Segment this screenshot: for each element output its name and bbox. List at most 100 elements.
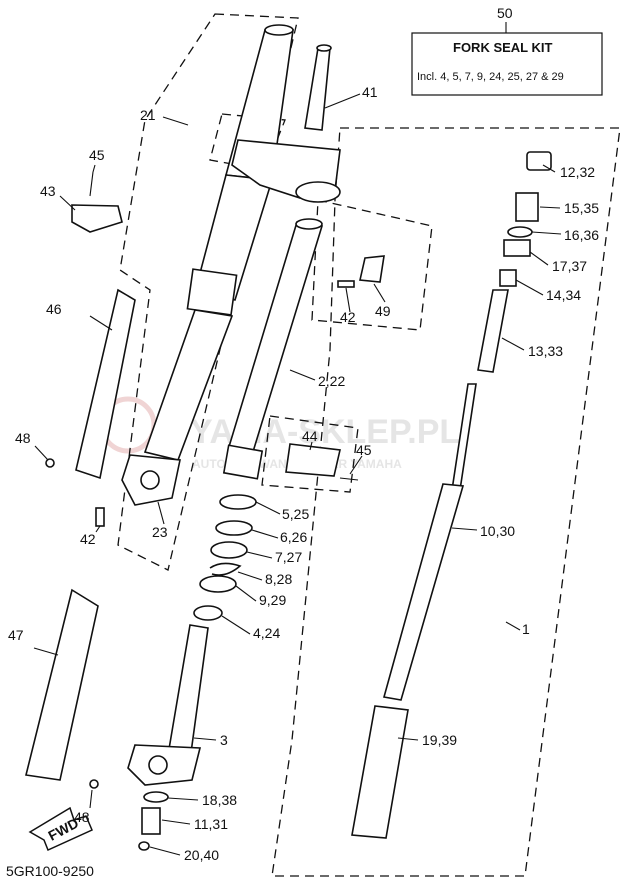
label-7: 7,27 xyxy=(275,549,302,565)
leader-10 xyxy=(451,527,478,531)
kit-includes: Incl. 4, 5, 7, 9, 24, 25, 27 & 29 xyxy=(417,71,564,83)
kit-number: 50 xyxy=(497,5,513,21)
leader-16 xyxy=(531,231,562,235)
part-41-steering-stem xyxy=(231,44,341,203)
part-19-spring xyxy=(351,705,409,839)
part-48-bolt-b xyxy=(89,779,99,789)
lower-tube-body xyxy=(167,624,209,761)
label-45a: 45 xyxy=(89,147,105,163)
label-5: 5,25 xyxy=(282,506,309,522)
label-21: 21 xyxy=(140,107,156,123)
part-7-oil-seal xyxy=(210,541,248,559)
leader-48a xyxy=(34,445,49,461)
leader-18 xyxy=(167,797,199,801)
leader-46 xyxy=(89,315,113,331)
label-12: 12,32 xyxy=(560,164,595,180)
leader-19 xyxy=(397,737,419,741)
label-23: 23 xyxy=(152,524,168,540)
diagram-code: 5GR100-9250 xyxy=(6,863,94,879)
leader-14 xyxy=(515,279,544,296)
label-18: 18,38 xyxy=(202,792,237,808)
part-45-bolt-b xyxy=(339,477,359,481)
label-48a: 48 xyxy=(15,430,31,446)
part-48-bolt-a xyxy=(45,458,55,468)
part-5-bushing xyxy=(219,494,257,510)
label-3: 3 xyxy=(220,732,228,748)
part-20-gasket xyxy=(138,841,150,851)
leader-13 xyxy=(501,337,525,351)
label-15: 15,35 xyxy=(564,200,599,216)
label-1: 1 xyxy=(522,621,530,637)
bracket-group-outline xyxy=(209,113,286,171)
part-17-collar xyxy=(503,239,531,257)
part-44-holder xyxy=(285,443,341,477)
label-43: 43 xyxy=(40,183,56,199)
seal-stack xyxy=(193,494,257,621)
outer-tube-group-outline xyxy=(117,13,299,571)
guard-clip-outline xyxy=(311,199,433,331)
label-16: 16,36 xyxy=(564,227,599,243)
label-14: 14,34 xyxy=(546,287,581,303)
label-6: 6,26 xyxy=(280,529,307,545)
label-42a: 42 xyxy=(80,531,96,547)
leader-45b xyxy=(349,455,363,475)
damper-assembly-outline xyxy=(271,127,621,877)
leader-47 xyxy=(33,647,59,656)
label-17: 17,37 xyxy=(552,258,587,274)
leader-11 xyxy=(161,819,191,825)
leader-41 xyxy=(324,93,361,109)
label-46: 46 xyxy=(46,301,62,317)
leader-3 xyxy=(193,737,217,741)
leader-48b xyxy=(89,789,93,809)
part-49-clip xyxy=(359,255,385,283)
label-47: 47 xyxy=(8,627,24,643)
leader-12 xyxy=(542,164,556,173)
part-42-bolt-a xyxy=(95,507,105,527)
part-43-clamp xyxy=(71,204,123,233)
part-10-damper-rod xyxy=(382,483,465,701)
part-11-bolt xyxy=(141,807,161,835)
leader-5 xyxy=(255,501,281,515)
assembly-outlines xyxy=(117,13,621,877)
cable-holder-outline xyxy=(261,415,359,493)
part-9-dust-seal xyxy=(199,575,237,593)
label-48b: 48 xyxy=(74,809,90,825)
label-20: 20,40 xyxy=(184,847,219,863)
leader-4 xyxy=(221,615,251,635)
label-41: 41 xyxy=(362,84,378,100)
part-15-adjuster xyxy=(515,192,539,222)
small-parts-left xyxy=(25,171,385,789)
label-10: 10,30 xyxy=(480,523,515,539)
part-16-o-ring xyxy=(507,226,533,238)
label-45b: 45 xyxy=(356,442,372,458)
part-13-spacer xyxy=(477,289,509,373)
leader-42b xyxy=(345,287,351,313)
leader-7 xyxy=(246,551,273,559)
fwd-arrow-shape xyxy=(28,806,93,852)
part-47-fork-guard xyxy=(25,588,99,781)
label-4: 4,24 xyxy=(253,625,280,641)
fork-seal-kit-box: 50 FORK SEAL KIT Incl. 4, 5, 7, 9, 24, 2… xyxy=(411,5,603,96)
label-13: 13,33 xyxy=(528,343,563,359)
leader-23 xyxy=(157,501,165,525)
inner-tube-top xyxy=(295,218,323,230)
part-14-nut xyxy=(499,269,517,287)
part-12-cap-bolt xyxy=(526,151,552,171)
label-11: 11,31 xyxy=(194,816,228,832)
leader-20 xyxy=(149,846,181,856)
part-45-bolt-a xyxy=(89,171,94,197)
leader-6 xyxy=(251,529,279,539)
damper-parts xyxy=(351,151,552,839)
leader-lines xyxy=(33,93,562,856)
part-8-clip xyxy=(209,562,242,576)
label-42b: 42 xyxy=(340,309,356,325)
leader-8 xyxy=(237,571,263,581)
axle-hole xyxy=(140,470,160,490)
label-8: 8,28 xyxy=(265,571,292,587)
bracket-clamp xyxy=(295,181,341,203)
leader-9 xyxy=(235,585,257,602)
outer-tube-collar xyxy=(186,268,238,316)
leader-1 xyxy=(505,621,521,631)
part-46-fork-guard xyxy=(75,288,136,480)
